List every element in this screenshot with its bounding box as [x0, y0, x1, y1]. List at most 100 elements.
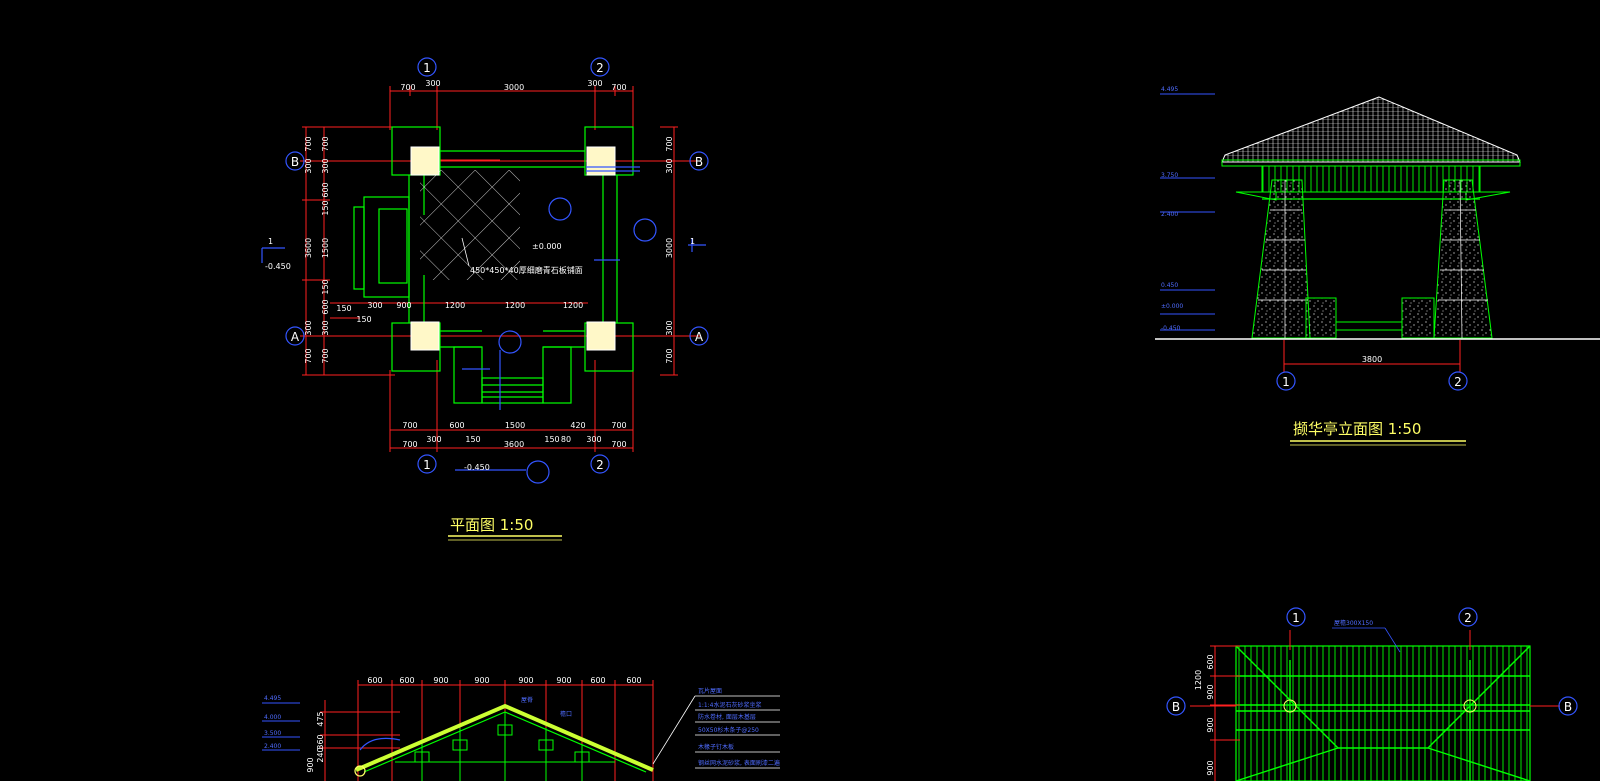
- section-view: 600 600 900 900 900 900 600 600 475 360 …: [262, 676, 780, 781]
- section-note: 瓦片屋面: [698, 687, 722, 695]
- dim-text: 600: [399, 676, 414, 685]
- dim-text: 300: [665, 320, 674, 335]
- axis-label-a-left: A: [291, 330, 300, 344]
- dim-text: 1200: [445, 301, 465, 310]
- section-note: 50X50杉木条子@250: [698, 726, 759, 734]
- dim-text: 700: [665, 348, 674, 363]
- dim-text: 900: [433, 676, 448, 685]
- plan-section-mark-left: 1: [268, 237, 273, 246]
- plan-view: 1 2 1 2 B B A A 700 300 3000 300 700 700…: [261, 57, 709, 541]
- elevation-view: 4.495 3.750 2.400 0.450 ±0.000 -0.450: [1155, 86, 1600, 446]
- section-roof: [355, 703, 654, 772]
- dim-text: 900: [306, 757, 315, 772]
- axis-label-1-bottom: 1: [423, 458, 431, 472]
- roof-plan-note: 屋檐300X150: [1334, 619, 1373, 627]
- dim-text: 360: [316, 734, 325, 749]
- elevation-span-dim: [1283, 340, 1461, 372]
- dim-text: 600: [1206, 654, 1215, 669]
- dim-text: 3600: [504, 440, 524, 449]
- roof-plan-dim-lines: [1190, 630, 1560, 781]
- axis-label-2-top: 2: [596, 61, 604, 75]
- plan-right-dims: 700 300 3000 300 700: [665, 136, 674, 363]
- dim-text: 700: [611, 421, 626, 430]
- elevation-bench-left: [1305, 297, 1337, 339]
- dim-text: 150: [321, 200, 330, 215]
- dim-text: 150: [336, 304, 351, 313]
- dim-text: 1200: [505, 301, 525, 310]
- dim-text: 300: [321, 320, 330, 335]
- elevation-level: 2.400: [1161, 211, 1178, 218]
- plan-bottom-dims: 700 600 1500 420 700 700 300 150 3600 15…: [402, 421, 626, 449]
- section-note: 1:1:4水泥石灰砂浆坐浆: [698, 701, 762, 709]
- elevation-level-lines: [1160, 93, 1215, 331]
- elevation-title: 撷华亭立面图 1:50: [1293, 420, 1421, 438]
- dim-text: 300: [665, 158, 674, 173]
- section-top-dims: 600 600 900 900 900 900 600 600: [367, 676, 641, 685]
- dim-text: 1500: [321, 238, 330, 258]
- dim-text: 700: [402, 440, 417, 449]
- section-level-texts: 4.495 4.000 3.500 2.400: [264, 695, 281, 750]
- section-rafters: [395, 712, 615, 781]
- dim-text: 150: [321, 279, 330, 294]
- plan-level-bottom: -0.450: [464, 463, 490, 472]
- dim-text: 300: [367, 301, 382, 310]
- dim-text: 150: [356, 315, 371, 324]
- roof-plan-axis-1: 1: [1292, 611, 1300, 625]
- dim-text: 600: [449, 421, 464, 430]
- elevation-axis-1: 1: [1282, 375, 1290, 389]
- section-gutter-label: 檐口: [560, 710, 572, 718]
- dim-text: 600: [367, 676, 382, 685]
- dim-text: 700: [611, 440, 626, 449]
- dim-text: 300: [425, 79, 440, 88]
- dim-text: 600: [321, 299, 330, 314]
- dim-text: 700: [665, 136, 674, 151]
- section-note: 钢丝网水泥砂浆, 表面刷漆二遍: [698, 759, 780, 767]
- plan-section-symbols: [498, 197, 657, 484]
- dim-text: 300: [586, 435, 601, 444]
- dim-text: 900: [1206, 717, 1215, 732]
- dim-text: 900: [1206, 760, 1215, 775]
- roof-plan-nodes: [1283, 699, 1477, 713]
- dim-text: 900: [1206, 684, 1215, 699]
- section-note: 防水卷材, 面层木基层: [698, 713, 756, 721]
- plan-blue-marks: [261, 166, 706, 471]
- dim-text: 900: [396, 301, 411, 310]
- elevation-level: 0.450: [1161, 282, 1178, 289]
- plan-dimension-lines: [300, 86, 700, 452]
- plan-columns: [410, 146, 616, 351]
- dim-text: 3000: [665, 238, 674, 258]
- elevation-level: ±0.000: [1161, 303, 1183, 310]
- dim-text: 700: [321, 136, 330, 151]
- plan-axis-bubbles: [285, 57, 709, 474]
- section-level: 2.400: [264, 743, 281, 750]
- dim-text: 80: [561, 435, 571, 444]
- section-level: 4.495: [264, 695, 281, 702]
- elevation-column-right: [1433, 179, 1493, 339]
- roof-plan-axis-b-left: B: [1172, 700, 1180, 714]
- dim-text: 900: [556, 676, 571, 685]
- plan-leader-line: [461, 237, 470, 267]
- dim-text: 700: [400, 83, 415, 92]
- plan-title: 平面图 1:50: [450, 516, 533, 534]
- plan-level-center: ±0.000: [532, 242, 562, 251]
- roof-plan-outline: [1235, 645, 1531, 781]
- dim-text: 900: [474, 676, 489, 685]
- dim-text: 700: [611, 83, 626, 92]
- elevation-level: 3.750: [1161, 172, 1178, 179]
- dim-text: 300: [304, 320, 313, 335]
- dim-text: 150: [465, 435, 480, 444]
- axis-label-b-right: B: [695, 155, 703, 169]
- elevation-axis-bubbles: [1276, 371, 1468, 391]
- dim-text: 1500: [505, 421, 525, 430]
- elevation-level-texts: 4.495 3.750 2.400 0.450 ±0.000 -0.450: [1161, 86, 1183, 332]
- dim-text: 240: [316, 747, 325, 762]
- dim-text: 600: [626, 676, 641, 685]
- dim-text: 700: [304, 136, 313, 151]
- roof-plan-view: 1200 600 900 900 900 1 2 B B 屋檐300X150: [1166, 607, 1578, 781]
- section-eave-curve: [359, 737, 401, 751]
- section-ridge-label: 屋脊: [521, 696, 533, 704]
- plan-top-dims: 700 300 3000 300 700: [400, 79, 626, 92]
- dim-text: 300: [321, 158, 330, 173]
- dim-text: 600: [321, 182, 330, 197]
